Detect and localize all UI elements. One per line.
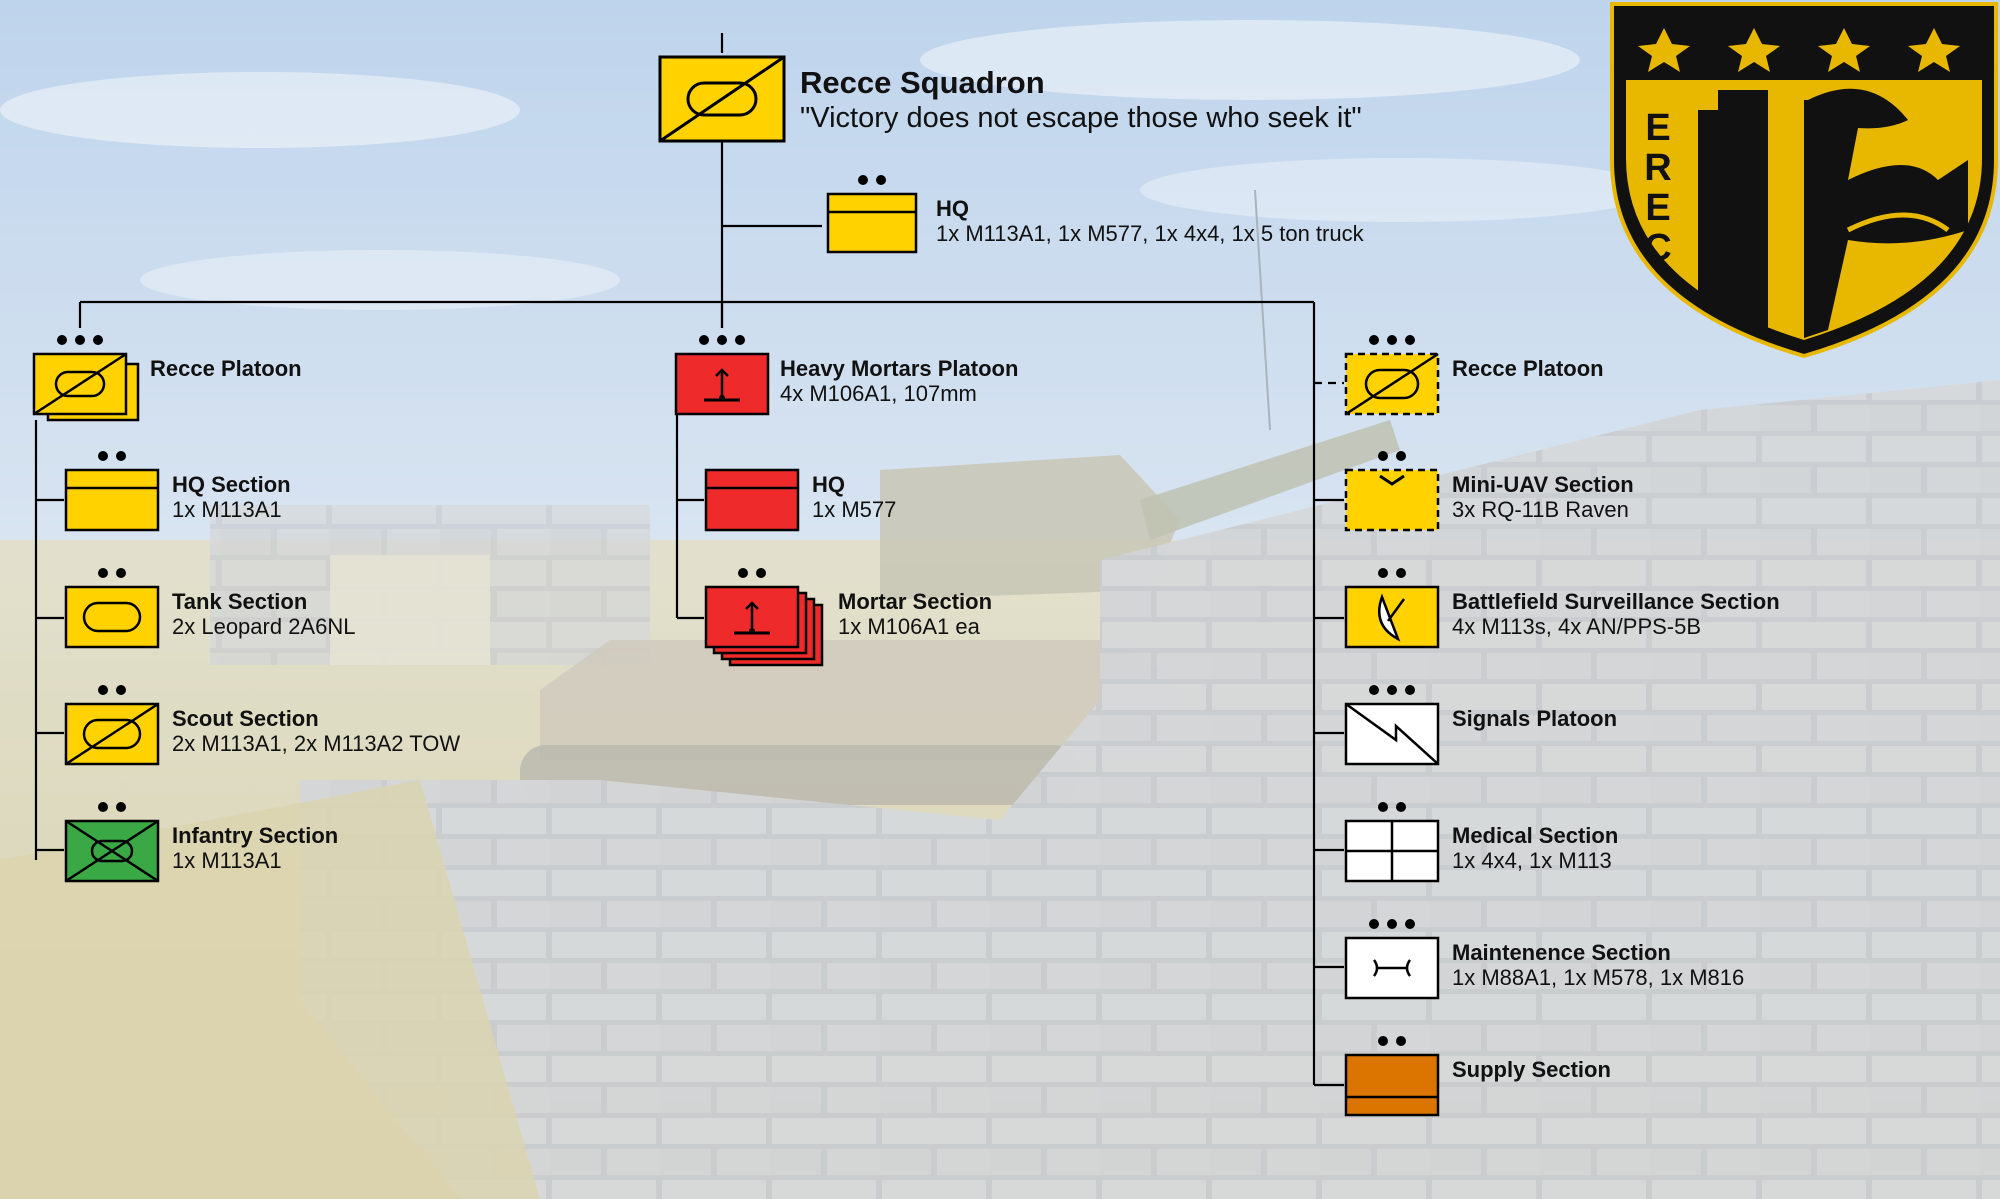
recon-squadron-icon xyxy=(658,55,786,143)
medical-icon xyxy=(1344,802,1440,883)
left-section-equipment: 2x Leopard 2A6NL xyxy=(172,614,356,639)
left-section-title: Scout Section xyxy=(172,706,319,731)
headquarters-icon xyxy=(826,175,918,254)
recon-platoon-dashed-icon xyxy=(1344,335,1440,416)
signals-icon xyxy=(1344,685,1440,766)
center-section-title: HQ xyxy=(812,472,845,497)
emblem-letter: C xyxy=(1644,227,1671,269)
left-platoon-title: Recce Platoon xyxy=(150,356,302,381)
left-section-title: HQ Section xyxy=(172,472,291,497)
eagle-crest-icon: E R E C xyxy=(1610,2,1998,359)
left-section-title: Tank Section xyxy=(172,589,308,614)
left-section-title: Infantry Section xyxy=(172,823,339,848)
right-section-equipment: 3x RQ-11B Raven xyxy=(1452,497,1629,522)
mechanized-infantry-icon xyxy=(64,802,160,883)
right-section-title: Supply Section xyxy=(1452,1057,1611,1082)
headquarters-icon xyxy=(704,468,800,532)
left-section-equipment: 1x M113A1 xyxy=(172,848,282,873)
radar-icon xyxy=(1344,568,1440,649)
hq-equipment: 1x M113A1, 1x M577, 1x 4x4, 1x 5 ton tru… xyxy=(936,221,1364,246)
right-section-title: Signals Platoon xyxy=(1452,706,1618,731)
star-row xyxy=(1638,28,1960,72)
right-section-title: Battlefield Surveillance Section xyxy=(1452,589,1780,614)
right-section-title: Medical Section xyxy=(1452,823,1619,848)
recon-platoon-stack-icon xyxy=(32,335,140,422)
emblem-letter: E xyxy=(1645,107,1670,149)
center-platoon-title: Heavy Mortars Platoon xyxy=(780,356,1019,381)
maintenance-icon xyxy=(1344,919,1440,1000)
emblem-letter: R xyxy=(1644,147,1671,189)
right-section-equipment: 1x 4x4, 1x M113 xyxy=(1452,848,1612,873)
squadron-title: Recce Squadron xyxy=(800,65,1045,100)
mortar-stack-icon xyxy=(704,568,824,667)
left-section-equipment: 1x M113A1 xyxy=(172,497,282,522)
center-section-equipment: 1x M106A1 ea xyxy=(838,614,980,639)
supply-icon xyxy=(1344,1036,1440,1117)
recon-icon xyxy=(64,685,160,766)
center-section-equipment: 1x M577 xyxy=(812,497,897,522)
squadron-motto: "Victory does not escape those who seek … xyxy=(800,102,1362,134)
mortar-icon xyxy=(674,335,770,416)
armor-icon xyxy=(64,568,160,649)
right-section-equipment: 4x M113s, 4x AN/PPS-5B xyxy=(1452,614,1702,639)
center-platoon-equipment: 4x M106A1, 107mm xyxy=(780,381,977,406)
emblem-letter: E xyxy=(1645,187,1670,229)
right-section-title: Mini-UAV Section xyxy=(1452,472,1634,497)
left-section-equipment: 2x M113A1, 2x M113A2 TOW xyxy=(172,731,461,756)
hq-title: HQ xyxy=(936,196,969,221)
uav-icon xyxy=(1344,451,1440,532)
right-section-equipment: 1x M88A1, 1x M578, 1x M816 xyxy=(1452,965,1745,990)
center-section-title: Mortar Section xyxy=(838,589,993,614)
right-section-title: Maintenence Section xyxy=(1452,940,1671,965)
right-platoon-title: Recce Platoon xyxy=(1452,356,1604,381)
headquarters-icon xyxy=(64,451,160,532)
